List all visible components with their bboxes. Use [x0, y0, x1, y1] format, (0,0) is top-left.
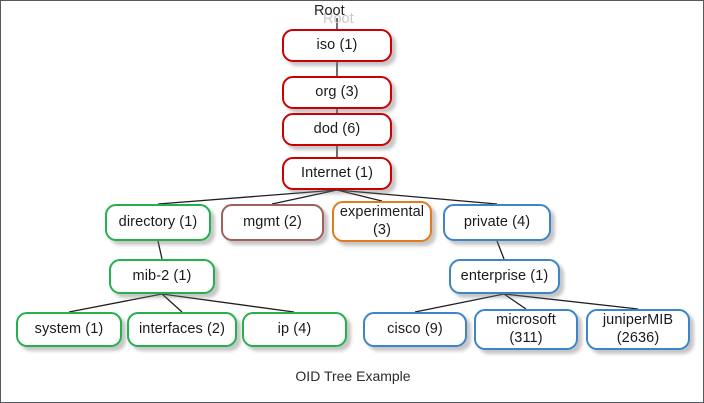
- edge-directory-to-mib2: [157, 240, 163, 260]
- node-directory[interactable]: directory (1): [105, 204, 211, 241]
- node-label-experimental: experimental (3): [339, 204, 425, 238]
- root-label-ghost: Root: [323, 11, 354, 27]
- node-label-directory: directory (1): [118, 213, 198, 230]
- node-label-internet: Internet (1): [300, 164, 374, 181]
- edge-mib2-to-ip: [161, 293, 295, 313]
- node-enterprise[interactable]: enterprise (1): [449, 259, 560, 294]
- node-label-iso: iso (1): [316, 36, 358, 53]
- node-label-dod: dod (6): [313, 120, 361, 137]
- node-label-ip: ip (4): [277, 320, 312, 337]
- node-label-system: system (1): [34, 320, 104, 337]
- node-iso[interactable]: iso (1): [282, 29, 392, 62]
- node-private[interactable]: private (4): [443, 204, 551, 241]
- edge-enterprise-to-microsoft: [503, 293, 527, 310]
- node-label-mib2: mib-2 (1): [132, 267, 192, 284]
- node-juniperMIB[interactable]: juniperMIB (2636): [586, 309, 690, 350]
- root-label: Root: [314, 3, 345, 19]
- node-microsoft[interactable]: microsoft (311): [474, 309, 578, 350]
- node-cisco[interactable]: cisco (9): [363, 312, 467, 347]
- node-label-org: org (3): [315, 83, 359, 100]
- node-mgmt[interactable]: mgmt (2): [221, 204, 324, 241]
- edge-internet-to-directory: [157, 189, 338, 205]
- edge-mib2-to-interfaces: [161, 293, 183, 313]
- edge-mib2-to-system: [68, 293, 163, 313]
- node-label-interfaces: interfaces (2): [138, 320, 225, 337]
- node-experimental[interactable]: experimental (3): [332, 201, 432, 242]
- node-system[interactable]: system (1): [16, 312, 122, 347]
- node-mib2[interactable]: mib-2 (1): [109, 259, 215, 294]
- edge-internet-to-experimental: [336, 189, 383, 202]
- node-label-private: private (4): [463, 213, 531, 230]
- edge-enterprise-to-juniperMIB: [503, 293, 639, 310]
- node-internet[interactable]: Internet (1): [282, 157, 392, 190]
- node-label-mgmt: mgmt (2): [243, 213, 302, 230]
- edge-private-to-enterprise: [496, 240, 505, 260]
- node-label-microsoft: microsoft (311): [496, 312, 556, 346]
- diagram-caption: OID Tree Example: [295, 368, 411, 384]
- node-org[interactable]: org (3): [282, 76, 392, 109]
- node-ip[interactable]: ip (4): [242, 312, 347, 347]
- node-label-enterprise: enterprise (1): [460, 267, 549, 284]
- node-label-juniperMIB: juniperMIB (2636): [602, 312, 674, 346]
- node-dod[interactable]: dod (6): [282, 113, 392, 146]
- edge-internet-to-mgmt: [271, 189, 338, 205]
- node-label-cisco: cisco (9): [387, 320, 443, 337]
- node-interfaces[interactable]: interfaces (2): [127, 312, 237, 347]
